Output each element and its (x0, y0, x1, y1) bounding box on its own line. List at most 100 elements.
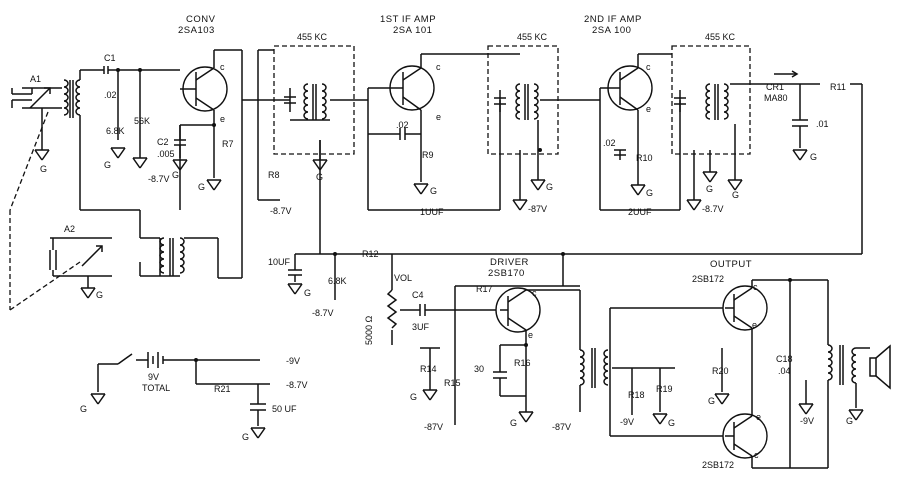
r9-label: R9 (422, 150, 434, 160)
voltage-if3: -8.7V (702, 204, 724, 214)
if1-emitter-pin: e (436, 112, 441, 122)
voltage-if2: -87V (528, 204, 547, 214)
r20-label: R20 (712, 366, 729, 376)
if1-collector-pin: c (436, 62, 441, 72)
driver-collector-pin: c (532, 288, 537, 298)
r19-label: R19 (656, 384, 673, 394)
r-68k-label: 6.8K (106, 126, 125, 136)
r-56k-label: 56K (134, 116, 150, 126)
ground-battery: G (80, 404, 87, 414)
r16-label: R16 (514, 358, 531, 368)
voltage-driver: -87V (552, 422, 571, 432)
r15-label: R15 (444, 378, 461, 388)
c4-value: 3UF (412, 322, 430, 332)
out-top-emitter-pin: e (752, 320, 757, 330)
out-bottom-collector-pin: c (754, 450, 759, 460)
ground-r19: G (668, 418, 675, 428)
ground-a1: G (40, 164, 47, 174)
if-can-3-label: 455 KC (705, 32, 736, 42)
c18-label: C18 (776, 354, 793, 364)
driver-title: DRIVER (490, 257, 529, 268)
supply-minus-9v: -9V (286, 356, 300, 366)
output-transistor-top-label: 2SB172 (692, 274, 724, 284)
r21-label: R21 (214, 384, 231, 394)
r10-label: R10 (636, 153, 653, 163)
r14-label: R14 (420, 364, 437, 374)
r7-label: R7 (222, 139, 234, 149)
battery-label: 9V (148, 372, 159, 382)
ground-r16: G (510, 418, 517, 428)
ground-68k: G (104, 160, 111, 170)
r17-label: R17 (476, 284, 493, 294)
supply-minus-87v: -8.7V (286, 380, 308, 390)
c-02-if2: .02 (603, 138, 616, 148)
r18-label: R18 (628, 390, 645, 400)
ground-speaker: G (846, 416, 853, 426)
if1-transistor-label: 2SA 101 (393, 25, 432, 36)
ground-if3-a: G (706, 184, 713, 194)
ground-r9: G (430, 186, 437, 196)
c-30-label: 30 (474, 364, 484, 374)
output-title: OUTPUT (710, 259, 752, 270)
out-bottom-emitter-pin: e (756, 412, 761, 422)
conv-collector-pin: c (220, 62, 225, 72)
c1-value: .02 (104, 90, 117, 100)
conv-transistor-label: 2SA103 (178, 25, 215, 36)
cr1-type: MA80 (764, 93, 788, 103)
if-can-1-label: 455 KC (297, 32, 328, 42)
ground-if3-b: G (732, 190, 739, 200)
r12-label: R12 (362, 249, 379, 259)
conv-title: CONV (186, 14, 216, 25)
if-can-2-label: 455 KC (517, 32, 548, 42)
driver-transistor (495, 287, 541, 333)
c2-value: .005 (157, 149, 175, 159)
c4-label: C4 (412, 290, 424, 300)
if2-collector-pin: c (646, 62, 651, 72)
output-transistor-bottom-label: 2SB172 (702, 460, 734, 470)
c-2uuf: 2UUF (628, 207, 652, 217)
if2-transistor-label: 2SA 100 (592, 25, 631, 36)
vol-label: VOL (394, 273, 412, 283)
ground-r20: G (708, 396, 715, 406)
battery-note: TOTAL (142, 383, 170, 393)
voltage-r15: -87V (424, 422, 443, 432)
r8-label: R8 (268, 170, 280, 180)
speaker (869, 357, 877, 377)
c-01-value: .01 (816, 119, 829, 129)
voltage-r12: -8.7V (312, 308, 334, 318)
c1-label: C1 (104, 53, 116, 63)
r11-label: R11 (830, 82, 846, 92)
voltage-r18: -9V (620, 417, 634, 427)
if2-title: 2ND IF AMP (584, 14, 642, 25)
ground-c50: G (242, 432, 249, 442)
if1-title: 1ST IF AMP (380, 14, 436, 25)
a1-label: A1 (30, 74, 41, 84)
c-10uf: 10UF (268, 257, 291, 267)
ground-r14: G (410, 392, 417, 402)
voltage-conv-base: -8.7V (148, 174, 170, 184)
c-50uf: 50 UF (272, 404, 297, 414)
cr1-label: CR1 (766, 82, 784, 92)
ground-cr1: G (810, 152, 817, 162)
c2-label: C2 (157, 137, 169, 147)
ground-if2: G (546, 182, 553, 192)
driver-emitter-pin: e (528, 330, 533, 340)
vol-value: 5000 Ω (364, 315, 374, 345)
voltage-if1: -8.7V (270, 206, 292, 216)
c-02-if1: .02 (396, 120, 409, 130)
ground-c2: G (172, 170, 179, 180)
ground-c10: G (304, 288, 311, 298)
ground-a2: G (96, 290, 103, 300)
a2-label: A2 (64, 224, 75, 234)
ground-r10: G (646, 188, 653, 198)
out-top-collector-pin: c (753, 282, 758, 292)
voltage-output: -9V (800, 416, 814, 426)
r12-value: 6.8K (328, 276, 347, 286)
c18-value: .04 (778, 366, 791, 376)
ground-r7: G (198, 182, 205, 192)
if-transformer-3-can (671, 45, 751, 155)
if2-emitter-pin: e (646, 104, 651, 114)
c-1uuf: 1UUF (420, 207, 444, 217)
driver-transistor-label: 2SB170 (488, 268, 525, 279)
